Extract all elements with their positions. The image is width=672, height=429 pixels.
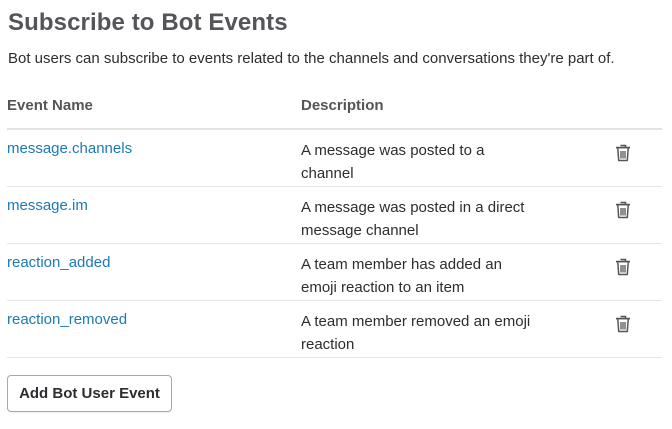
remove-event-button[interactable] — [613, 313, 633, 335]
remove-event-button[interactable] — [613, 142, 633, 164]
event-name-link[interactable]: reaction_removed — [7, 311, 128, 328]
event-description: A message was posted to a channel — [301, 142, 485, 182]
table-row: reaction_removed A team member removed a… — [7, 301, 662, 358]
event-name-link[interactable]: reaction_added — [7, 254, 111, 271]
table-header: Event Name Description — [7, 88, 662, 130]
trash-icon — [616, 144, 630, 162]
trash-icon — [616, 258, 630, 276]
trash-icon — [616, 201, 630, 219]
table-row: message.channels A message was posted to… — [7, 130, 662, 187]
event-name-link[interactable]: message.channels — [7, 140, 133, 157]
table-row: message.im A message was posted in a dir… — [7, 187, 662, 244]
column-header-event-name: Event Name — [7, 97, 93, 114]
page-title: Subscribe to Bot Events — [8, 9, 288, 36]
add-bot-user-event-button[interactable]: Add Bot User Event — [7, 375, 172, 412]
event-description: A message was posted in a direct message… — [301, 199, 525, 239]
events-table: Event Name Description message.channels … — [7, 88, 662, 358]
column-header-description: Description — [301, 97, 384, 114]
table-row: reaction_added A team member has added a… — [7, 244, 662, 301]
remove-event-button[interactable] — [613, 256, 633, 278]
event-description: A team member removed an emoji reaction — [301, 313, 531, 353]
remove-event-button[interactable] — [613, 199, 633, 221]
page-subtitle: Bot users can subscribe to events relate… — [8, 50, 615, 67]
trash-icon — [616, 315, 630, 333]
event-description: A team member has added an emoji reactio… — [301, 256, 502, 296]
event-name-link[interactable]: message.im — [7, 197, 88, 214]
